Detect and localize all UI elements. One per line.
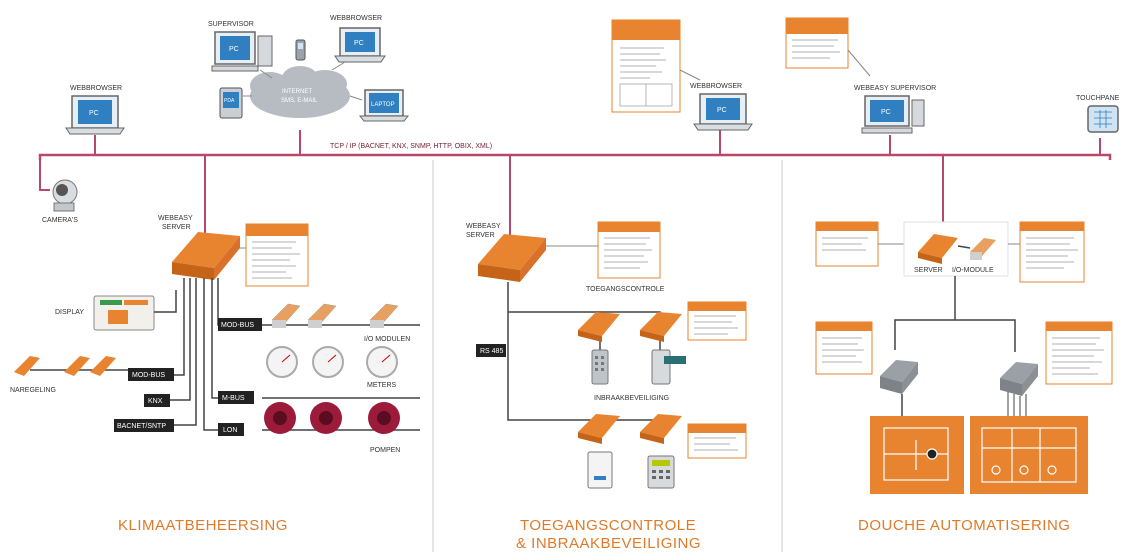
shower-schematic-right: [970, 416, 1088, 494]
pompen-label: POMPEN: [370, 447, 400, 454]
pump-icons: [264, 402, 400, 434]
controller-grey-right-icon: [1000, 362, 1038, 396]
io-modules-icons: [271, 303, 399, 328]
meter-icons: [266, 346, 398, 378]
io-wires: [1007, 392, 1027, 416]
note-card-left: [245, 223, 309, 287]
toegang-title-1: TOEGANGSCONTROLE: [520, 517, 696, 534]
note-card-right-lower-right: [1045, 321, 1113, 385]
webbrowser-mid-label: WEBBROWSER: [690, 83, 742, 90]
laptop-cloud-icon: LAPTOP: [358, 89, 410, 122]
server-right-icon: [918, 234, 958, 264]
tcpip-bus: [38, 153, 1112, 160]
note-card-right-left: [815, 221, 879, 267]
note-card-mid-intrusion: [687, 423, 747, 459]
intrusion-controllers-icon: [578, 414, 682, 444]
mbus-tag: M-BUS: [222, 395, 245, 402]
controller-grey-left-icon: [880, 360, 918, 394]
touchpanel-icon: [1087, 105, 1119, 133]
io-module-right-icon: [970, 238, 996, 260]
modbus-top-tag: MOD-BUS: [221, 322, 254, 329]
bacnet-tag: BACNET/SNTP: [117, 423, 166, 430]
alarm-keypad-icon: [647, 455, 675, 489]
io-modulen-label: I/O MODULEN: [364, 336, 410, 343]
note-card-mid-top: [597, 221, 661, 279]
svg-text:PC: PC: [89, 110, 99, 117]
supervisor-label: SUPERVISOR: [208, 21, 254, 28]
note-card-top-right: [785, 17, 849, 69]
right-bus-lines: [894, 276, 1016, 352]
cloud-line-1: INTERNET: [282, 89, 312, 95]
webbrowser-left-label: WEBBROWSER: [70, 85, 122, 92]
pda-icon: PDA: [219, 87, 243, 119]
webeasy-supervisor-pc-icon: PC: [861, 95, 925, 134]
right-io-module-label: I/O-MODULE: [952, 267, 994, 274]
svg-text:PC: PC: [229, 46, 239, 53]
cloud-line-2: SMS, E-MAIL: [281, 98, 318, 104]
modbus-bottom-tag: MOD-BUS: [132, 372, 165, 379]
webeasy-server-mid-icon: [478, 234, 546, 282]
toegang-title-2: & INBRAAKBEVEILIGING: [516, 535, 701, 552]
laptop-top-icon: PC: [334, 27, 386, 63]
left-bus-lines: [30, 278, 420, 431]
inbraak-label: INBRAAKBEVEILIGING: [594, 395, 669, 402]
note-card-right-lower-left: [815, 321, 873, 375]
naregeling-units-icon: [14, 356, 116, 376]
mid-server-label-1: WEBEASY: [466, 223, 501, 230]
knx-tag: KNX: [148, 398, 163, 405]
camera-label: CAMERA'S: [42, 217, 78, 224]
camera-icon: [39, 179, 78, 212]
lon-tag: LON: [223, 427, 237, 434]
svg-text:PC: PC: [717, 107, 727, 114]
mid-server-label-2: SERVER: [466, 232, 495, 239]
svg-text:LAPTOP: LAPTOP: [371, 102, 395, 108]
left-server-label-1: WEBEASY: [158, 215, 193, 222]
webeasy-supervisor-label: WEBEASY SUPERVISOR: [854, 85, 936, 92]
keypad-reader-icon: [591, 349, 609, 385]
svg-text:PC: PC: [354, 40, 364, 47]
meters-label: METERS: [367, 382, 397, 389]
laptop-mid-icon: PC: [693, 93, 753, 131]
shower-schematic-left: [870, 416, 964, 494]
access-controllers-icon: [578, 312, 682, 342]
card-reader-icon: [651, 349, 686, 385]
internet-cloud-icon: INTERNET SMS, E-MAIL: [250, 66, 350, 118]
klimaat-title: KLIMAATBEHEERSING: [118, 517, 288, 534]
right-server-label: SERVER: [914, 267, 943, 274]
webbrowser-top-label: WEBBROWSER: [330, 15, 382, 22]
mobile-phone-icon: [295, 39, 306, 61]
svg-text:PDA: PDA: [224, 98, 235, 104]
left-server-label-2: SERVER: [162, 224, 191, 231]
rs485-tag: RS 485: [480, 348, 503, 355]
note-card-right-right: [1019, 221, 1085, 283]
laptop-left-icon: PC: [65, 95, 125, 135]
svg-text:PC: PC: [881, 109, 891, 116]
toegangscontrole-label: TOEGANGSCONTROLE: [586, 286, 665, 293]
mid-bus-lines: [507, 282, 661, 430]
alarm-panel-icon: [587, 451, 613, 489]
touchpanel-label: TOUCHPANE: [1076, 95, 1120, 102]
display-panel-icon: [93, 295, 155, 331]
tcpip-bus-label: TCP / IP (BACNET, KNX, SNMP, HTTP, OBIX,…: [330, 143, 492, 150]
display-label: DISPLAY: [55, 309, 84, 316]
webeasy-server-left-icon: [172, 232, 240, 280]
douche-title: DOUCHE AUTOMATISERING: [858, 517, 1070, 534]
naregeling-label: NAREGELING: [10, 387, 56, 394]
note-card-mid-access: [687, 301, 747, 341]
note-card-top-mid: [611, 19, 681, 113]
supervisor-pc-icon: PC: [211, 31, 273, 72]
